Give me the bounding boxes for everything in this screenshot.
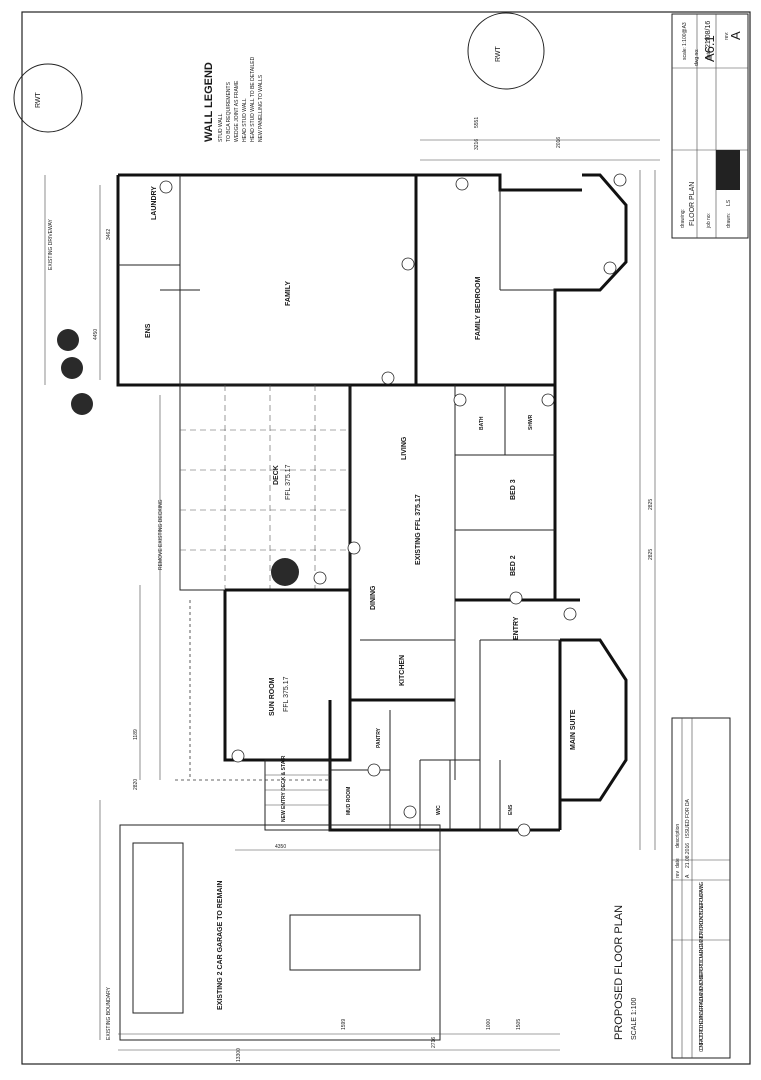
legend-item: STUD WALL bbox=[218, 113, 224, 142]
room-label-family-bedroom: FAMILY BEDROOM bbox=[475, 276, 482, 340]
dim-label: 4450 bbox=[93, 329, 99, 340]
tree-icon bbox=[61, 357, 83, 379]
tree-icon bbox=[71, 393, 93, 415]
note-remove-decking: REMOVE EXISTING DECKING bbox=[158, 499, 164, 570]
note-existing-boundary: EXISTING BOUNDARY bbox=[106, 986, 112, 1040]
building-walls bbox=[116, 173, 628, 832]
rainwater-tank-right: RWT bbox=[467, 12, 545, 90]
dim-label: 3462 bbox=[106, 229, 112, 240]
legend-item: HEAD STUD WALL TO BE DETAILED bbox=[250, 56, 256, 142]
dwg-no-label: dwg no: bbox=[694, 48, 700, 66]
legend-item: WEDGE JOINT AS FRAME bbox=[234, 80, 240, 142]
drawing-label: drawing: bbox=[680, 209, 686, 228]
dim-label: 2016 bbox=[556, 137, 562, 148]
drawing-value: FLOOR PLAN bbox=[689, 182, 696, 226]
room-label-bed3: BED 3 bbox=[510, 479, 517, 500]
room-label-ensuite: ENS bbox=[145, 323, 152, 338]
drawn-value: LS bbox=[726, 199, 732, 206]
room-label-pantry: PANTRY bbox=[376, 727, 382, 748]
rev-row-desc: ISSUED FOR DA bbox=[685, 798, 691, 838]
room-label-main-suite: MAIN SUITE bbox=[570, 709, 577, 750]
tree-icon bbox=[57, 329, 79, 351]
wall-legend: WALL LEGEND STUD WALL TO BCA REQUIREMENT… bbox=[203, 56, 264, 142]
dim-label: 4350 bbox=[275, 844, 286, 850]
room-label-kitchen: KITCHEN bbox=[399, 655, 406, 686]
scale-label: scale: bbox=[682, 47, 688, 60]
tree-icon bbox=[271, 558, 299, 586]
garage bbox=[119, 824, 441, 1041]
dim-label: 2716 bbox=[431, 1037, 437, 1048]
room-label-dining: DINING bbox=[370, 585, 377, 610]
deck-area bbox=[179, 384, 351, 591]
room-label-sunroom-ffl: FFL 375.17 bbox=[283, 676, 290, 712]
rev-row-date: 21.08.2016 bbox=[685, 843, 691, 868]
plan-scale: SCALE 1:100 bbox=[631, 997, 638, 1040]
rev-label: rev: bbox=[724, 32, 730, 40]
svg-text:RWT: RWT bbox=[495, 45, 502, 62]
room-label-ens: ENS bbox=[508, 804, 514, 815]
rev-header-rev: rev bbox=[675, 871, 681, 878]
legend-item: TO BCA REQUIREMENTS bbox=[226, 81, 232, 142]
legend-item: NEW PANELLING TO WALLS bbox=[258, 74, 264, 142]
dim-label: 1000 bbox=[486, 1019, 492, 1030]
sheet-border bbox=[21, 11, 751, 1065]
rev-header-date: date bbox=[675, 858, 681, 868]
svg-text:RWT: RWT bbox=[35, 91, 42, 108]
room-label-deck-ffl: FFL 375.17 bbox=[285, 464, 292, 500]
dim-label: 2825 bbox=[648, 499, 654, 510]
dim-label: 1505 bbox=[516, 1019, 522, 1030]
room-label-living: LIVING bbox=[401, 436, 408, 460]
drawn-label: drawn: bbox=[726, 213, 732, 228]
sunroom-area bbox=[175, 588, 352, 781]
dwg-no-value: A6.1 bbox=[702, 35, 717, 62]
room-label-family: FAMILY bbox=[285, 281, 292, 306]
dim-label: 3216 bbox=[474, 139, 480, 150]
date-label: date: bbox=[706, 49, 712, 60]
dim-label: 13300 bbox=[236, 1048, 242, 1062]
scale-value: 1:100@A3 bbox=[682, 22, 688, 46]
job-label: job no: bbox=[706, 213, 712, 229]
room-label-wic: WIC bbox=[436, 805, 442, 815]
room-label-entry: ENTRY bbox=[513, 616, 520, 640]
room-label-garage: EXISTING 2 CAR GARAGE TO REMAIN bbox=[217, 881, 224, 1010]
dimension-lines bbox=[44, 139, 660, 1051]
note-existing-driveway: EXISTING DRIVEWAY bbox=[48, 218, 54, 270]
rev-row-rev: A bbox=[685, 874, 691, 878]
room-label-laundry: LAUNDRY bbox=[151, 186, 158, 220]
legend-item: HEAD STUD WALL bbox=[242, 98, 248, 142]
table-row: A 21.08.2016 ISSUED FOR DA bbox=[685, 798, 691, 878]
room-label-shwr: SHWR bbox=[528, 414, 534, 430]
room-label-mud-room: MUD ROOM bbox=[346, 787, 352, 815]
room-label-bath: BATH bbox=[479, 416, 485, 430]
room-label-sunroom: SUN ROOM bbox=[269, 677, 276, 716]
door-tags bbox=[159, 173, 627, 837]
title-block-logo bbox=[716, 150, 740, 190]
rainwater-tank-left: RWT bbox=[13, 63, 83, 133]
dim-label: 2820 bbox=[133, 779, 139, 790]
rev-value: A bbox=[728, 31, 743, 40]
new-entry-deck bbox=[264, 759, 331, 831]
plan-title: PROPOSED FLOOR PLAN bbox=[613, 905, 625, 1040]
title-block: scale: 1:100@A3 date: 21/08/16 dwg no: A… bbox=[671, 13, 749, 239]
dim-label: 2825 bbox=[648, 549, 654, 560]
dim-label: 5551 bbox=[474, 117, 480, 128]
disclaimer: CONTRACTOR TO CHECK AND VERIFY ALL DIMEN… bbox=[699, 882, 705, 1052]
revision-block: rev date description A 21.08.2016 ISSUED… bbox=[671, 717, 731, 1059]
dim-label: 1189 bbox=[133, 729, 139, 740]
room-label-existing-ffl: EXISTING FFL 375.17 bbox=[415, 494, 422, 565]
date-value: 21/08/16 bbox=[705, 21, 712, 48]
dim-label: 1599 bbox=[341, 1019, 347, 1030]
room-label-new-entry: NEW ENTRY DECK & STAIR bbox=[281, 755, 287, 822]
room-label-deck: DECK bbox=[273, 465, 280, 485]
wall-legend-title: WALL LEGEND bbox=[203, 62, 215, 142]
room-label-bed2: BED 2 bbox=[510, 555, 517, 576]
rev-header-desc: description bbox=[675, 824, 681, 848]
